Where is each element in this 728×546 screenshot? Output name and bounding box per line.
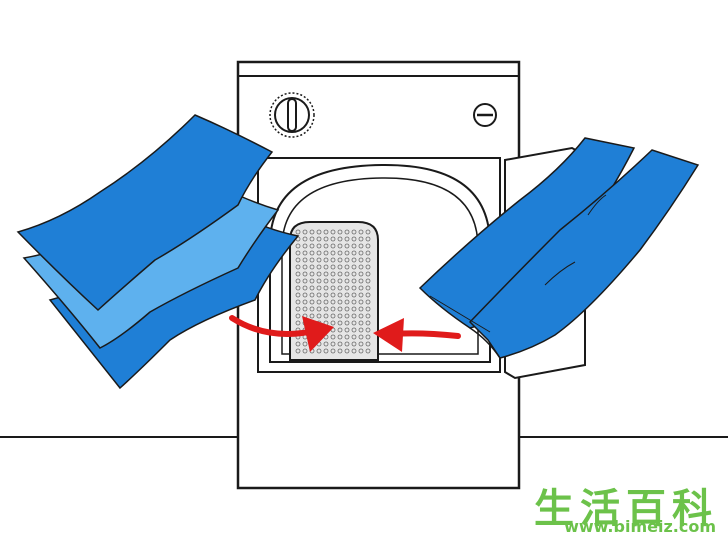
insert-arrow-left (229, 315, 334, 352)
pants-item (418, 137, 700, 359)
watermark-url: www.bimeiz.com (564, 517, 716, 536)
control-dial-icon (269, 92, 315, 138)
insert-arrow-right (373, 318, 461, 352)
watermark-title: 生活百科 (534, 486, 718, 532)
fabric-sheets-stack (16, 114, 300, 390)
watermark: 生活百科 www.bimeiz.com (528, 476, 718, 536)
power-button-icon (473, 103, 497, 127)
lint-filter (289, 221, 379, 361)
